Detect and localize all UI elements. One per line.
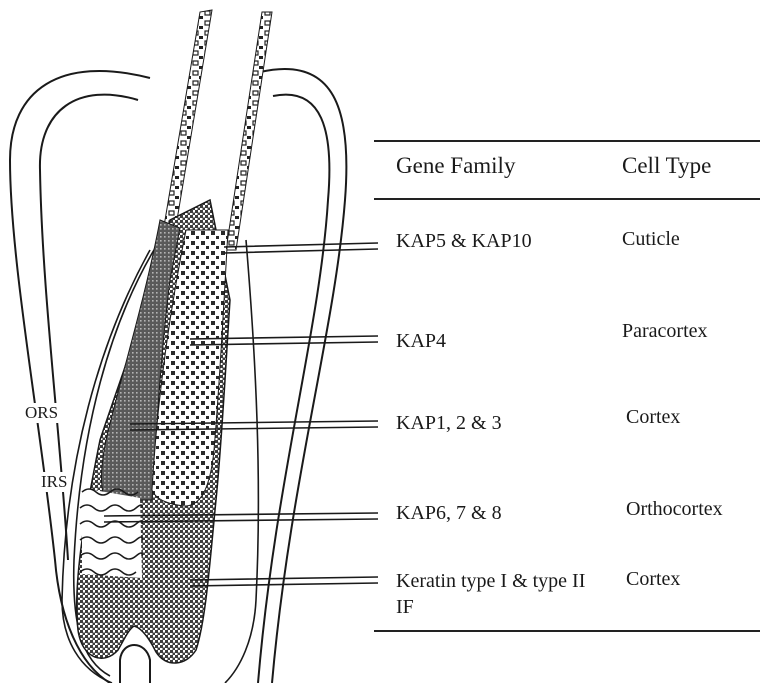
cuticle-strand-right bbox=[226, 12, 272, 250]
row-gene: KAP4 bbox=[396, 328, 446, 354]
row-cell-type: Cuticle bbox=[622, 226, 680, 252]
row-gene: KAP5 & KAP10 bbox=[396, 228, 532, 254]
dermal-papilla bbox=[120, 645, 150, 683]
header-cell-type: Cell Type bbox=[622, 153, 711, 179]
table-bottom-rule bbox=[374, 630, 760, 632]
header-gene-family: Gene Family bbox=[396, 153, 515, 179]
row-gene: KAP1, 2 & 3 bbox=[396, 410, 502, 436]
row-gene: Keratin type I & type II IF bbox=[396, 568, 596, 620]
gene-family-table: Gene Family Cell Type KAP5 & KAP10 Cutic… bbox=[374, 130, 760, 650]
row-cell-type: Cortex bbox=[626, 566, 680, 592]
table-header-rule bbox=[374, 198, 760, 200]
row-cell-type: Paracortex bbox=[622, 318, 708, 344]
row-gene: KAP6, 7 & 8 bbox=[396, 500, 502, 526]
orthocortex-wavy-region bbox=[82, 488, 142, 578]
table-top-rule bbox=[374, 140, 760, 142]
ors-label: ORS bbox=[24, 403, 59, 423]
row-cell-type: Orthocortex bbox=[626, 496, 723, 522]
irs-label: IRS bbox=[40, 472, 68, 492]
row-cell-type: Cortex bbox=[626, 404, 680, 430]
